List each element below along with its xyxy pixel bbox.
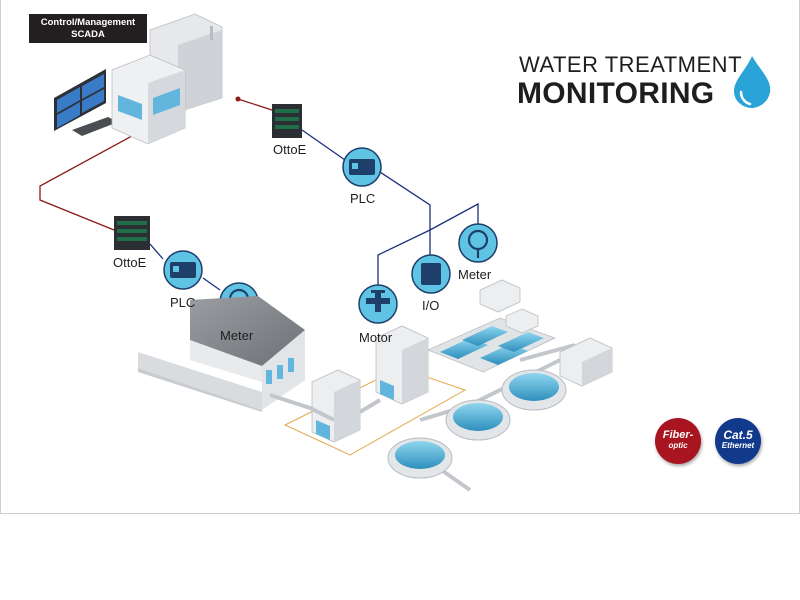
building-icon: [111, 13, 223, 145]
monitors-icon: [54, 69, 118, 136]
scada-label-line2: SCADA: [71, 29, 105, 40]
label-meter-left: Meter: [220, 328, 254, 343]
eth-plc-top-down: [379, 171, 431, 262]
label-meter-right: Meter: [458, 267, 492, 282]
legend-cat5-line2: Ethernet: [721, 441, 755, 450]
scada-label: Control/Management SCADA: [29, 14, 147, 43]
legend-cat5-line1: Cat.5: [723, 428, 753, 442]
eth-bus: [377, 202, 479, 290]
pump-house: [138, 296, 305, 412]
treatment-building-1: [311, 369, 361, 443]
label-ottoe-top: OttoE: [273, 142, 307, 157]
eth-ottoe-plc-left: [149, 243, 164, 260]
title-line1: WATER TREATMENT: [519, 52, 743, 77]
legend-cat5-badge: Cat.5 Ethernet: [715, 418, 761, 464]
label-plc-left: PLC: [170, 295, 196, 310]
legend-fiber-line1: Fiber-: [662, 429, 694, 441]
site-pad: [283, 367, 467, 456]
eth-ottoe-plc-top: [301, 129, 346, 161]
eth-plc-meter-left: [202, 277, 221, 291]
treatment-building-2: [375, 325, 429, 405]
fiber-link-scada-top: [237, 98, 273, 111]
motor-valve-icon: [358, 284, 398, 324]
pump-station-right: [479, 279, 613, 387]
title-line2: MONITORING: [517, 77, 715, 110]
label-plc-top: PLC: [350, 191, 376, 206]
plc-icon: [163, 147, 382, 290]
fiber-link-scada-left: [39, 130, 142, 231]
legend-fiber-line2: optic: [668, 441, 688, 450]
ethernet-links: [149, 129, 479, 291]
water-drop-icon: [734, 56, 771, 108]
legend-fiber-badge: Fiber- optic: [655, 418, 701, 464]
clarifiers: [387, 369, 567, 479]
switch-icon: [114, 104, 302, 250]
label-ottoe-left: OttoE: [113, 255, 147, 270]
io-module-icon: [411, 254, 451, 294]
label-motor: Motor: [359, 330, 393, 345]
label-io: I/O: [422, 298, 440, 313]
scada-label-line1: Control/Management: [40, 17, 136, 28]
